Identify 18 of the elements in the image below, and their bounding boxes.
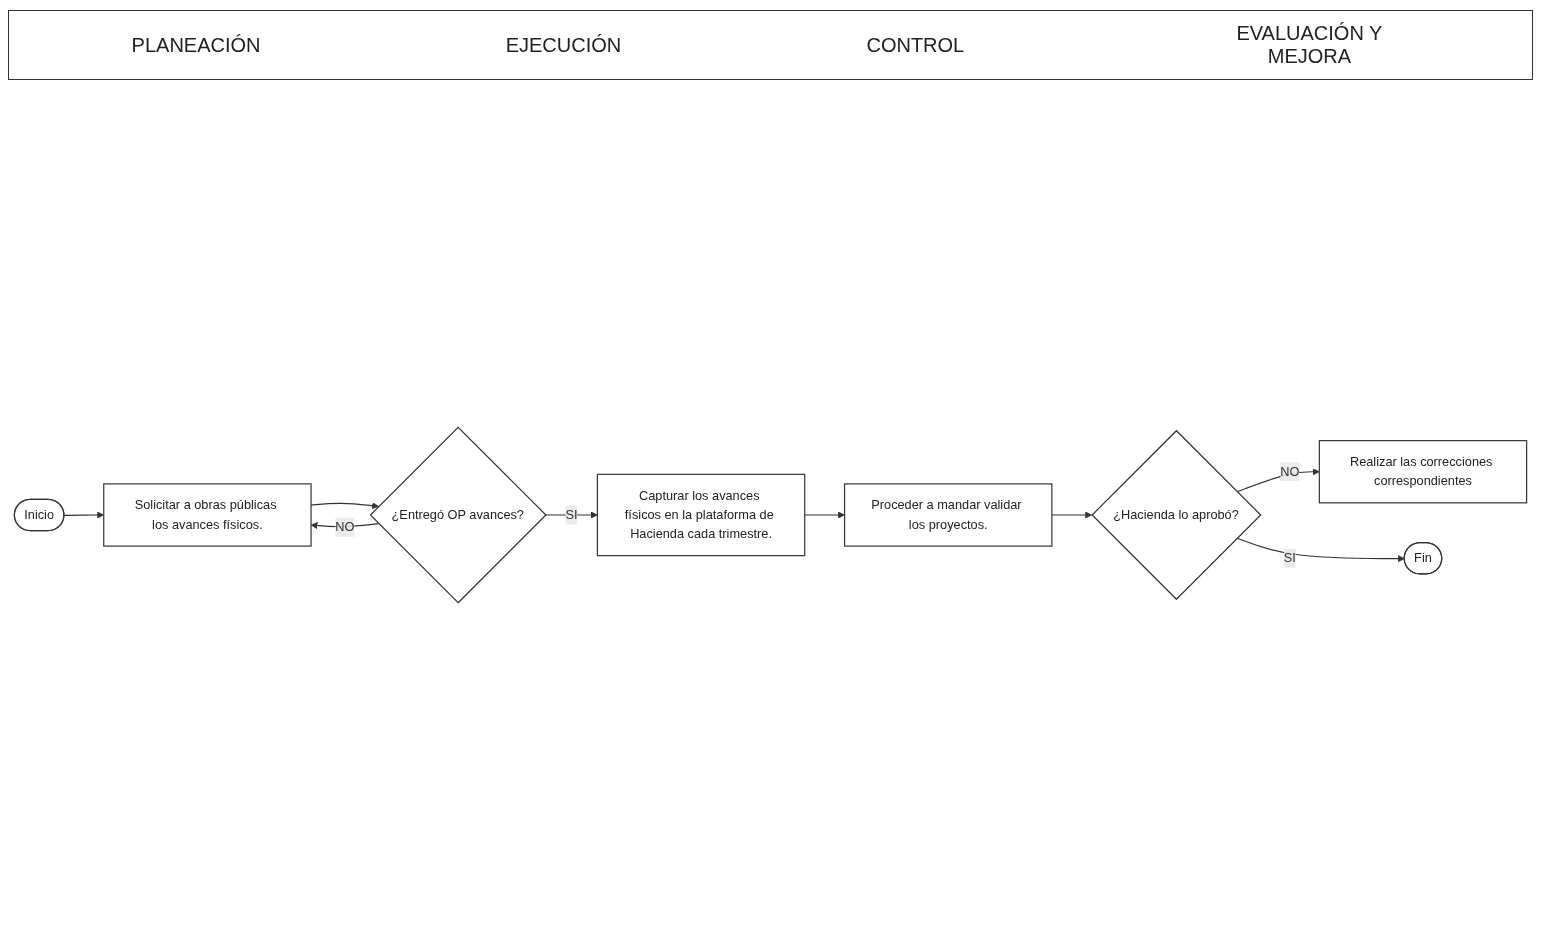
node-box: Solicitar a obras públicas los avances físicos. (103, 483, 312, 547)
node-diamond: ¿Entregó OP avances? (369, 426, 547, 604)
lane-header: EVALUACIÓN Y MEJORA (1235, 22, 1384, 68)
node-box: Realizar las correcciones correspondientes (1318, 440, 1528, 504)
node-box: Capturar los avances físicos en la plataforma de Hacienda cada trimestre. (596, 473, 806, 557)
edge-label: NO (1280, 464, 1300, 479)
lane-header: EJECUCIÓN (505, 33, 622, 57)
lane-header: PLANEACIÓN (131, 33, 261, 57)
arrow (804, 511, 845, 519)
node-box: Proceder a mandar validar los proyectos. (843, 483, 1053, 547)
arrow (544, 511, 598, 519)
arrow (1051, 511, 1093, 519)
node-diamond: ¿Hacienda lo aprobó? (1091, 429, 1262, 601)
edge-label: SI (565, 507, 578, 522)
edge-label: SI (1283, 551, 1296, 565)
edge-label: NO (335, 520, 355, 534)
lane-header: CONTROL (866, 33, 965, 57)
arrow (1236, 537, 1405, 563)
